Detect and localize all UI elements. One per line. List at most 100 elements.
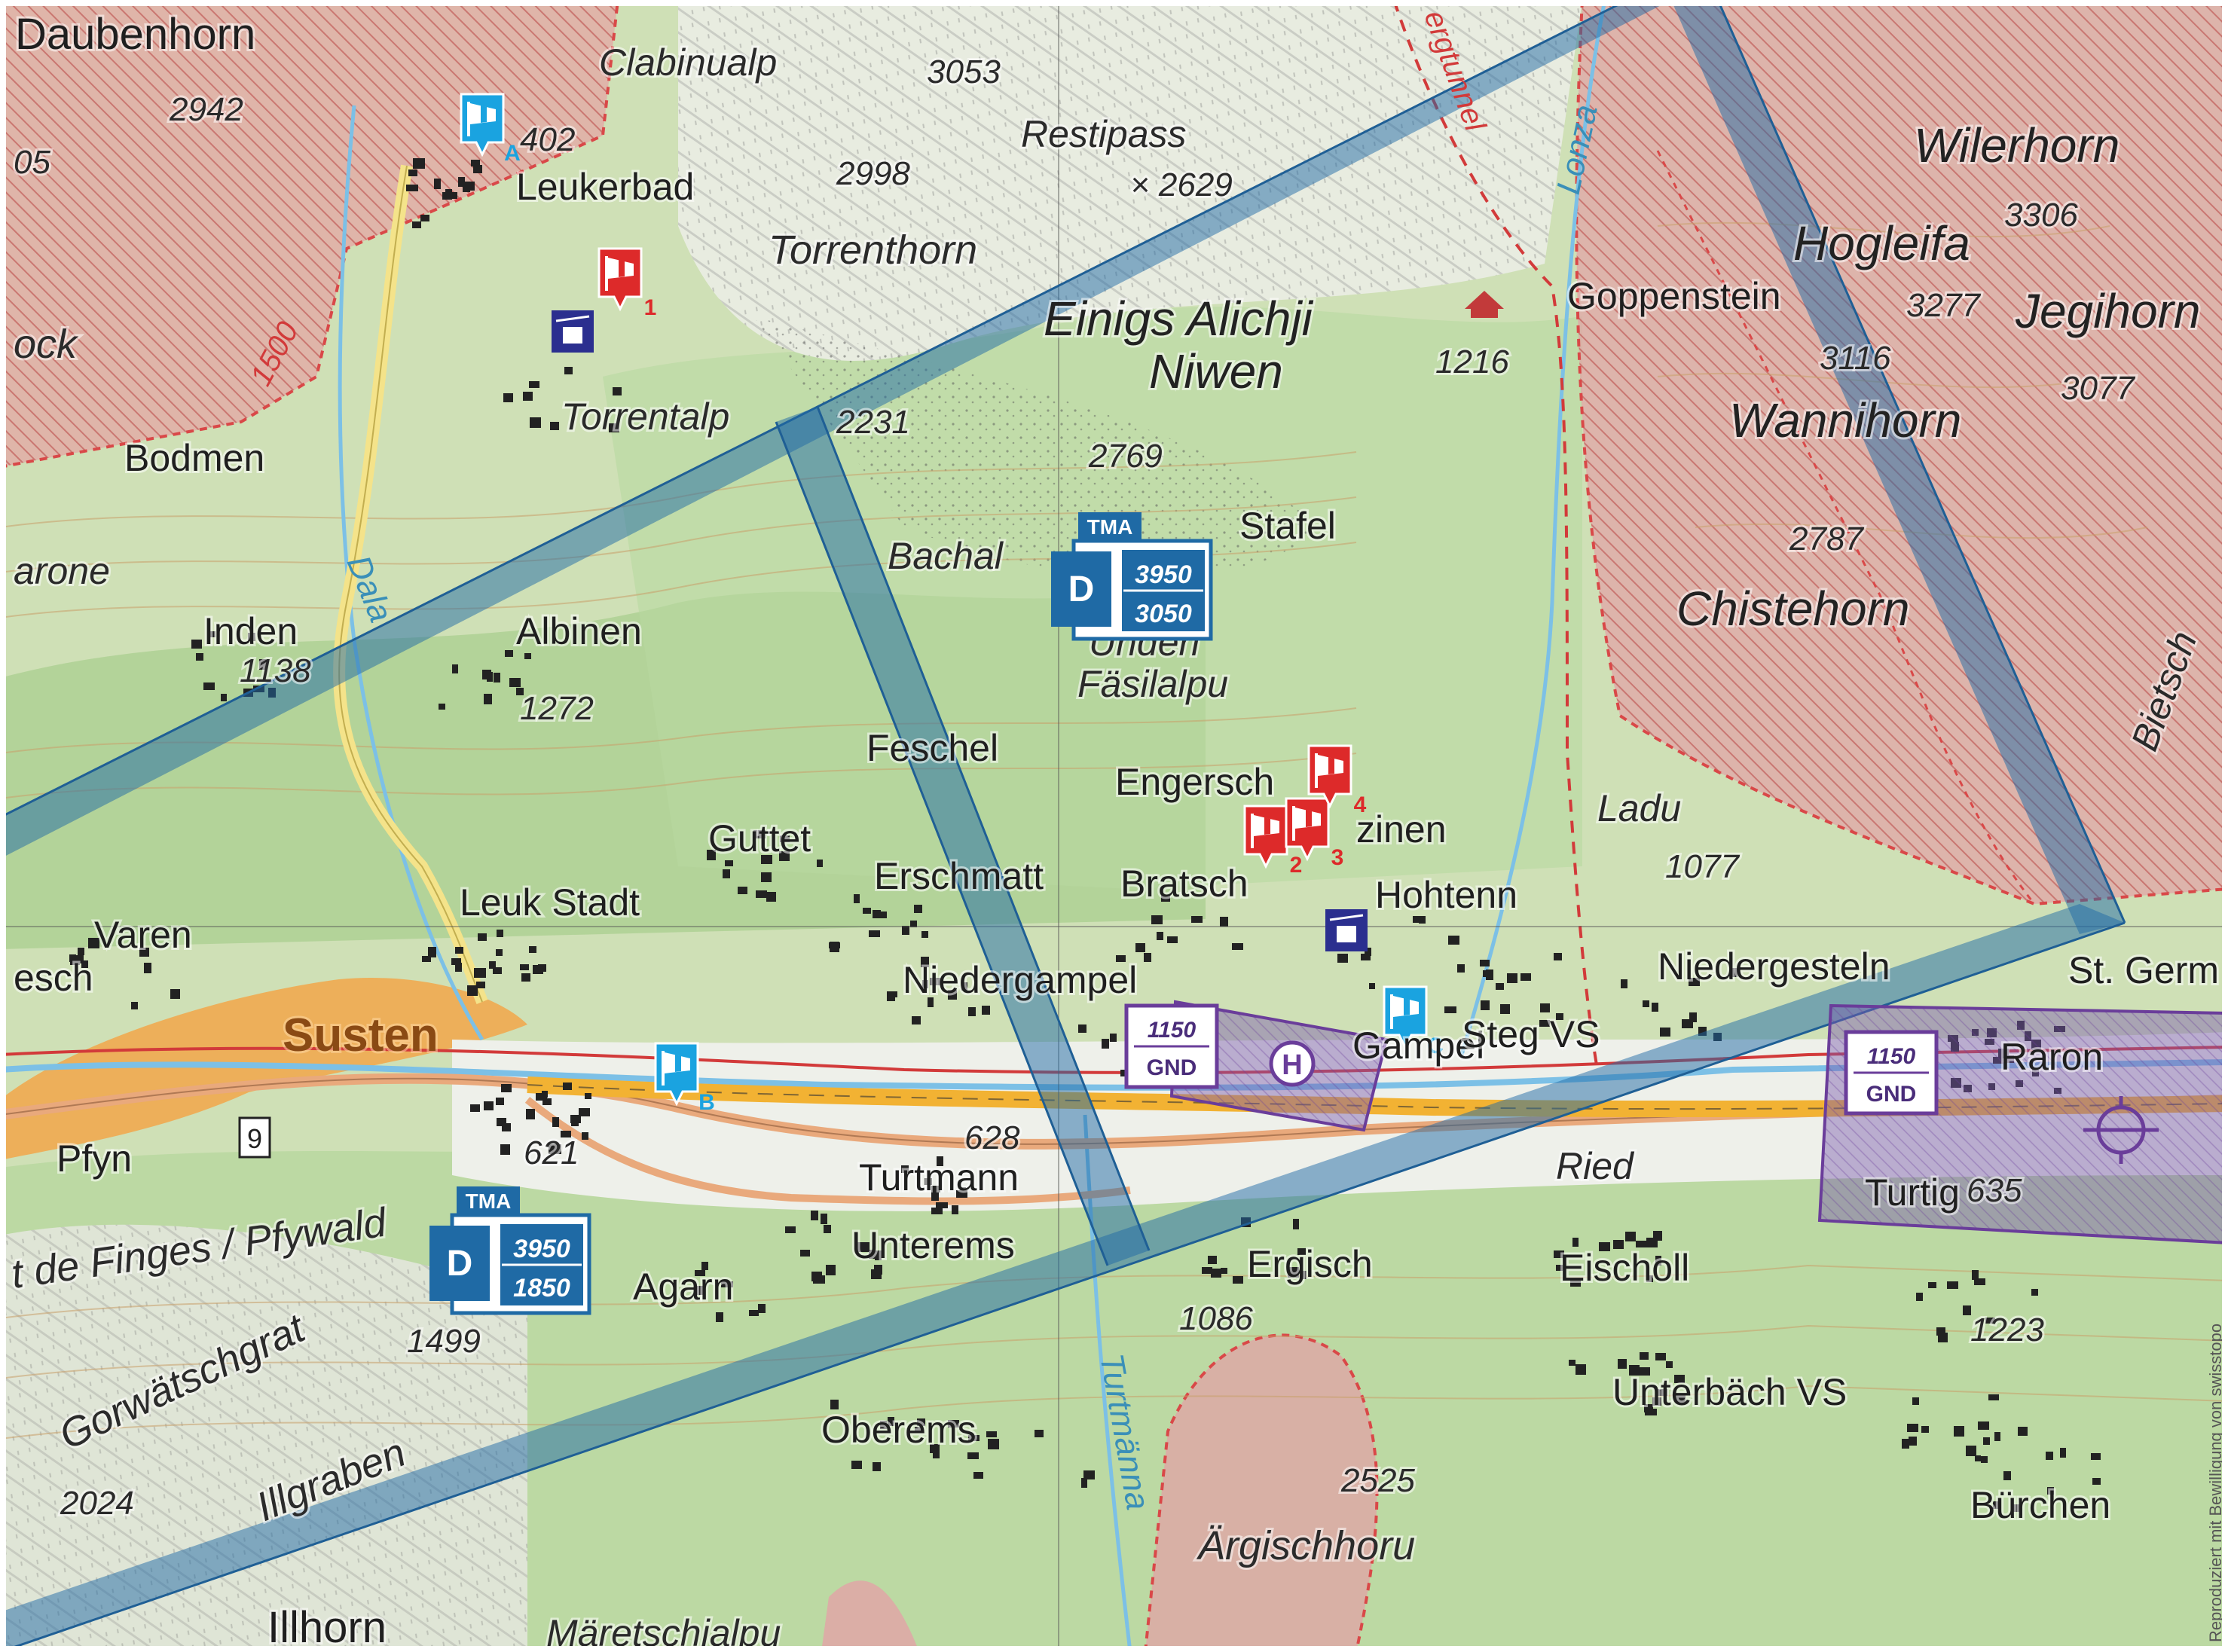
building — [948, 990, 957, 1000]
building — [1983, 1437, 1990, 1445]
building — [412, 221, 421, 228]
building — [1652, 1003, 1658, 1012]
building — [888, 1417, 894, 1426]
building — [1985, 1318, 1995, 1324]
building — [170, 989, 180, 999]
windsock-stripe — [1306, 810, 1312, 827]
building — [552, 1117, 559, 1127]
building — [1916, 1293, 1923, 1301]
building — [937, 1156, 943, 1166]
place-label-e2231: 2231 — [836, 404, 910, 441]
building — [530, 417, 541, 428]
place-label-e402: 402 — [520, 121, 575, 158]
windsock-icon-2[interactable]: 2 — [1243, 805, 1303, 878]
building — [915, 1427, 922, 1433]
cable-car-icon[interactable] — [1325, 909, 1368, 951]
place-label-e3116: 3116 — [1820, 340, 1891, 377]
building — [707, 850, 716, 860]
building — [925, 1178, 932, 1185]
building — [901, 1165, 909, 1173]
building — [725, 860, 733, 866]
place-label-bodmen: Bodmen — [124, 437, 264, 479]
cable-car-icon[interactable] — [552, 310, 594, 353]
windsock-icon-c[interactable]: C — [1383, 985, 1444, 1058]
building — [1618, 1359, 1627, 1369]
place-label-guttet: Guttet — [708, 817, 811, 860]
place-label-niedergesteln: Niedergesteln — [1658, 945, 1890, 988]
heliport-icon[interactable]: H — [1269, 1040, 1316, 1087]
building — [585, 1093, 591, 1099]
building — [482, 670, 491, 679]
building — [2013, 1504, 2020, 1512]
building — [922, 980, 928, 988]
place-label-ock: ock — [14, 322, 79, 367]
building — [455, 963, 462, 972]
building — [1457, 964, 1465, 973]
place-label-e05: 05 — [14, 144, 50, 181]
building — [813, 1275, 825, 1284]
ctr-lower-limit: GND — [1866, 1082, 1917, 1107]
windsock-icon-b[interactable]: B — [654, 1042, 715, 1115]
building — [721, 1281, 733, 1287]
building — [579, 1108, 590, 1116]
place-label-pfyn: Pfyn — [57, 1137, 132, 1180]
building — [1233, 1276, 1243, 1284]
building — [1674, 1375, 1685, 1383]
building — [434, 179, 441, 189]
windsock-icon-a[interactable]: A — [460, 93, 521, 166]
building — [550, 422, 559, 430]
building — [1975, 1455, 1981, 1461]
building — [1500, 1004, 1510, 1014]
building — [1652, 1397, 1661, 1406]
building — [442, 192, 452, 200]
windsock-icon-1[interactable]: 1 — [597, 247, 657, 320]
building — [521, 973, 530, 982]
building — [910, 921, 917, 927]
windsock-label: 1 — [644, 295, 657, 320]
tunnel-railway — [1392, 0, 1599, 1070]
building — [766, 892, 776, 902]
tma-class: D — [1068, 569, 1095, 609]
place-label-e2942: 2942 — [169, 91, 243, 128]
building — [1636, 1241, 1648, 1247]
place-label-niwen: Niwen — [1149, 344, 1283, 398]
building — [826, 1265, 836, 1275]
building — [81, 960, 88, 968]
windsock-icon-3[interactable]: 3 — [1285, 797, 1343, 870]
building — [2092, 1478, 2101, 1485]
building — [2060, 1448, 2066, 1458]
place-label-restipass: Restipass — [1021, 113, 1187, 155]
building — [2047, 1487, 2054, 1495]
building — [716, 1312, 723, 1322]
road-number-badge: 9 — [238, 1116, 271, 1159]
tma-class-bg — [429, 1226, 490, 1301]
ctr-upper-limit: 1150 — [1148, 1018, 1197, 1043]
place-label-e2629: × 2629 — [1130, 166, 1233, 203]
building — [452, 664, 458, 673]
place-label-inden: Inden — [203, 610, 298, 652]
place-label-raron: Raron — [2000, 1036, 2103, 1078]
place-label-wannihorn: Wannihorn — [1729, 393, 1961, 447]
building — [413, 158, 425, 169]
place-label-hohtenn: Hohtenn — [1375, 874, 1517, 916]
windsock-label: 2 — [1290, 853, 1303, 878]
building — [474, 968, 486, 978]
building — [869, 1250, 875, 1259]
place-label-niedergampel: Niedergampel — [903, 959, 1137, 1001]
building — [880, 1421, 887, 1429]
building — [1413, 916, 1419, 923]
place-label-unterems: Unterems — [851, 1224, 1015, 1266]
building — [986, 1431, 997, 1437]
windsock-stripe — [675, 1055, 681, 1072]
windsock-icon-4[interactable]: 4 — [1307, 744, 1367, 817]
building — [471, 160, 480, 166]
tma-header: TMA — [1087, 515, 1133, 539]
building — [854, 894, 860, 903]
building — [484, 694, 492, 704]
building — [1554, 1250, 1564, 1258]
